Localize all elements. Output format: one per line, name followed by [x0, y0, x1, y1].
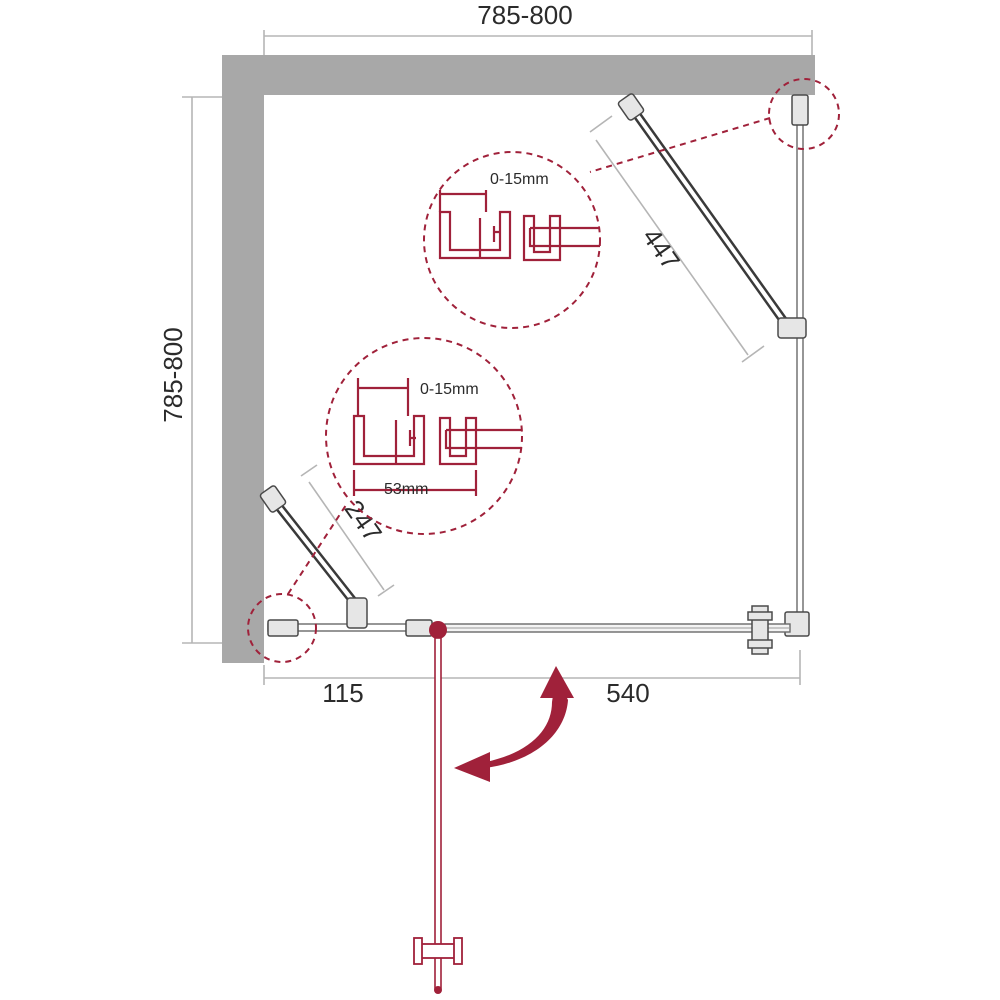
front-panel	[267, 605, 791, 655]
door-handle-icon	[413, 937, 463, 965]
walls	[222, 55, 815, 663]
upper-gap-label: 0-15mm	[490, 171, 549, 188]
left-dimension: 785-800	[158, 96, 222, 644]
front-wall-clamp	[267, 619, 299, 637]
top-wall	[222, 55, 815, 95]
lower-gap-label: 0-15mm	[420, 381, 479, 398]
right-panel-glass	[796, 117, 804, 631]
bottom-right-label: 540	[606, 678, 649, 708]
lower-leader-line	[287, 501, 349, 595]
left-height-label: 785-800	[158, 327, 188, 422]
brace-long-label: 447	[637, 222, 686, 275]
upper-detail-circle	[423, 151, 601, 329]
right-panel-top-clamp	[791, 94, 809, 126]
brace-long-top-mount	[617, 93, 645, 121]
brace-short-top-mount	[259, 485, 287, 513]
upper-leader-line	[589, 117, 771, 173]
brace-long-bottom-mount	[777, 317, 807, 339]
bottom-dimension: 115 540	[263, 650, 801, 708]
right-side-panel	[784, 94, 810, 637]
lower-detail-callout: 0-15mm 53mm	[247, 337, 523, 663]
top-width-label: 785-800	[477, 0, 572, 30]
upper-corner-circle	[768, 78, 840, 150]
brace-short-label: 247	[339, 494, 388, 547]
left-wall	[222, 55, 264, 663]
door-hinge	[429, 621, 447, 639]
lower-width-label: 53mm	[384, 481, 428, 498]
curved-arrow-icon	[454, 666, 574, 782]
door-glass-open	[434, 637, 442, 989]
front-panel-clamp	[405, 619, 433, 637]
brace-short-bottom-mount	[346, 597, 368, 629]
bottom-left-label: 115	[322, 678, 363, 708]
front-handle-icon	[747, 605, 773, 655]
lower-detail-circle	[325, 337, 523, 535]
top-dimension: 785-800	[263, 0, 813, 55]
lower-corner-circle	[247, 593, 317, 663]
upper-detail-callout: 0-15mm	[423, 78, 840, 329]
open-door	[413, 621, 463, 994]
